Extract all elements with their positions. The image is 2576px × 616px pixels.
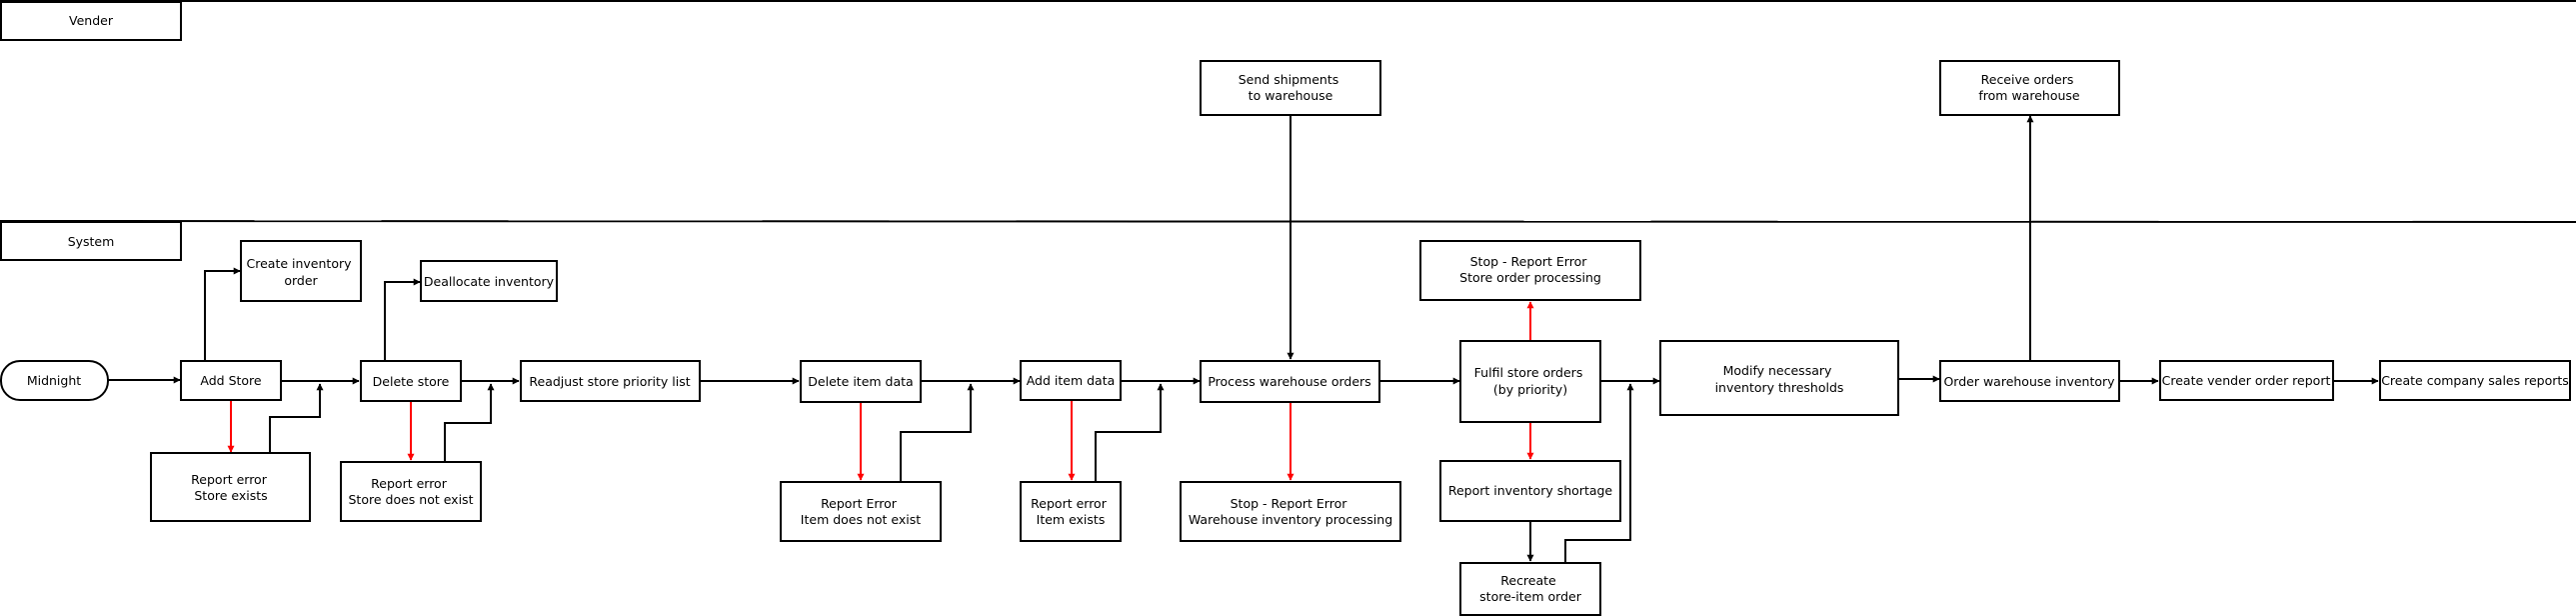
node-readjust-priority-text: Readjust store priority list bbox=[529, 374, 690, 389]
edge-report-store-not-exist-back bbox=[444, 383, 495, 462]
node-fulfil-orders: Fulfil store orders (by priority) bbox=[1459, 340, 1601, 423]
node-stop-warehouse: Stop - Report Error Warehouse inventory … bbox=[1180, 481, 1401, 542]
node-report-shortage: Report inventory shortage bbox=[1439, 460, 1621, 522]
node-report-item-not-exist: Report Error Item does not exist bbox=[780, 481, 942, 542]
node-fulfil-orders-text: Fulfil store orders (by priority) bbox=[1474, 365, 1587, 397]
node-add-store: Add Store bbox=[180, 360, 282, 401]
edges bbox=[108, 115, 2379, 562]
edge-recreate-back-to-main bbox=[1564, 383, 1634, 562]
node-midnight-text: Midnight bbox=[27, 373, 81, 388]
node-create-sales-reports-text: Create company sales reports bbox=[2381, 373, 2569, 388]
node-modify-thresholds: Modify necessary inventory thresholds bbox=[1659, 340, 1899, 416]
system-lane-top-line bbox=[0, 220, 2576, 223]
node-delete-item-text: Delete item data bbox=[808, 374, 913, 389]
node-add-item: Add item data bbox=[1020, 360, 1122, 401]
edge-add-store-to-create-inventory-order bbox=[204, 267, 241, 361]
node-create-inventory-order-text: Create inventory order bbox=[247, 256, 356, 288]
node-readjust-priority: Readjust store priority list bbox=[520, 360, 701, 402]
lane-label-system-text: System bbox=[68, 234, 115, 249]
node-modify-thresholds-text: Modify necessary inventory thresholds bbox=[1715, 363, 1844, 395]
node-receive-orders-text: Receive orders from warehouse bbox=[1978, 72, 2080, 103]
node-delete-store-text: Delete store bbox=[373, 374, 450, 389]
node-stop-warehouse-text: Stop - Report Error Warehouse inventory … bbox=[1189, 496, 1392, 527]
node-process-warehouse: Process warehouse orders bbox=[1200, 360, 1380, 403]
node-send-shipments-text: Send shipments to warehouse bbox=[1239, 72, 1343, 103]
nodes: Midnight Add Store Create inventory orde… bbox=[0, 60, 2571, 616]
node-stop-store-text: Stop - Report Error Store order processi… bbox=[1459, 254, 1601, 285]
node-receive-orders: Receive orders from warehouse bbox=[1939, 60, 2120, 116]
node-create-sales-reports: Create company sales reports bbox=[2379, 360, 2571, 401]
node-recreate-order-text: Recreate store-item order bbox=[1479, 573, 1582, 604]
edge-report-item-exists-back bbox=[1095, 383, 1165, 482]
node-order-warehouse: Order warehouse inventory bbox=[1939, 360, 2120, 402]
edge-report-store-exists-back bbox=[269, 383, 324, 452]
node-delete-store: Delete store bbox=[360, 360, 462, 402]
node-report-item-exists-text: Report error Item exists bbox=[1031, 496, 1111, 527]
node-midnight: Midnight bbox=[0, 360, 109, 401]
node-report-store-exists-text: Report error Store exists bbox=[191, 472, 271, 503]
node-report-store-exists: Report error Store exists bbox=[150, 452, 311, 522]
node-report-store-not-exist-text: Report error Store does not exist bbox=[349, 476, 474, 507]
node-process-warehouse-text: Process warehouse orders bbox=[1208, 374, 1370, 389]
lane-label-vender: Vender bbox=[0, 1, 182, 41]
node-create-vender-report-text: Create vender order report bbox=[2162, 373, 2331, 388]
node-add-item-text: Add item data bbox=[1027, 373, 1116, 388]
node-send-shipments: Send shipments to warehouse bbox=[1200, 60, 1381, 116]
node-create-inventory-order: Create inventory order bbox=[240, 240, 362, 302]
node-report-shortage-text: Report inventory shortage bbox=[1448, 483, 1613, 498]
edge-report-item-not-exist-back bbox=[900, 383, 975, 482]
node-order-warehouse-text: Order warehouse inventory bbox=[1943, 374, 2115, 389]
node-create-vender-report: Create vender order report bbox=[2159, 360, 2334, 401]
edge-delete-store-to-deallocate bbox=[384, 278, 421, 361]
node-stop-store: Stop - Report Error Store order processi… bbox=[1419, 240, 1641, 301]
node-recreate-order: Recreate store-item order bbox=[1459, 562, 1601, 616]
lane-label-vender-text: Vender bbox=[69, 13, 114, 28]
node-deallocate-inventory-text: Deallocate inventory bbox=[424, 274, 555, 289]
node-deallocate-inventory: Deallocate inventory bbox=[420, 260, 558, 302]
node-report-item-exists: Report error Item exists bbox=[1020, 481, 1122, 542]
lane-label-system: System bbox=[0, 221, 182, 261]
node-report-store-not-exist: Report error Store does not exist bbox=[340, 461, 482, 522]
node-add-store-text: Add Store bbox=[200, 373, 262, 388]
node-delete-item: Delete item data bbox=[800, 360, 922, 403]
node-report-item-not-exist-text: Report Error Item does not exist bbox=[801, 496, 921, 527]
